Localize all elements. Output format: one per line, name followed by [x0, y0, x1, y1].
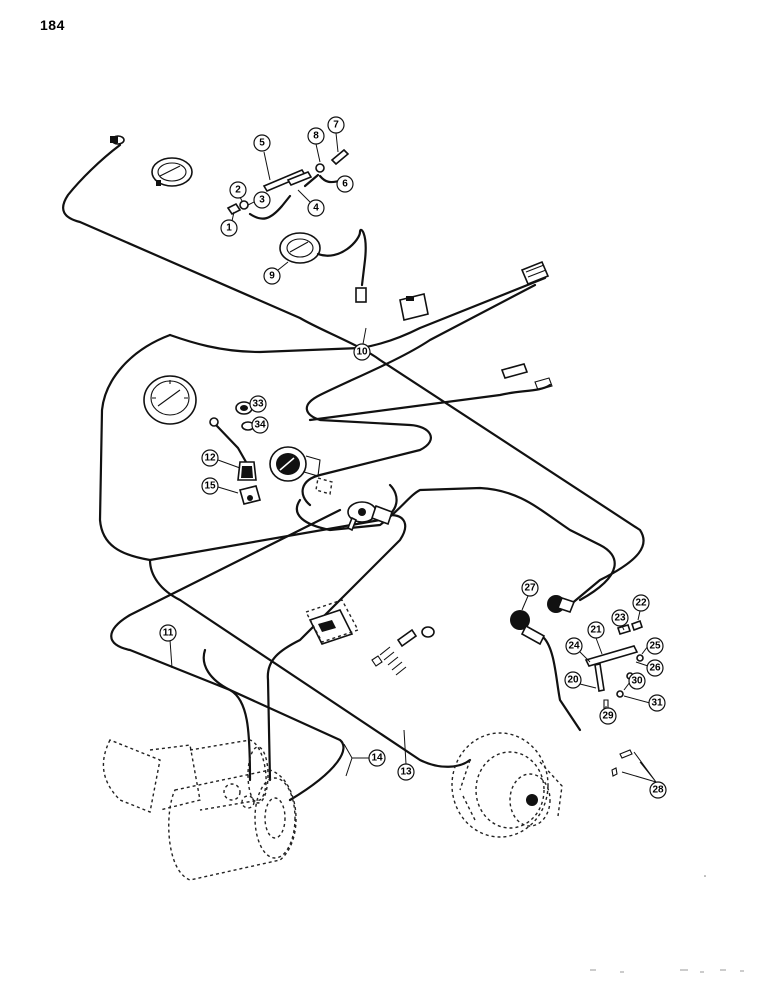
callout-7: 7	[327, 116, 345, 153]
starter-switch	[304, 599, 435, 676]
svg-text:22: 22	[635, 598, 647, 609]
svg-text:1: 1	[226, 223, 232, 234]
svg-text:2: 2	[235, 185, 241, 196]
svg-text:9: 9	[269, 271, 275, 282]
svg-text:31: 31	[651, 698, 663, 709]
svg-text:15: 15	[204, 481, 216, 492]
callout-29: 29	[599, 706, 617, 725]
callout-23: 23	[611, 609, 629, 631]
callout-1: 1	[220, 211, 238, 237]
callout-6: 6	[336, 175, 354, 193]
page-number: 184	[40, 17, 65, 33]
callout-11: 11	[159, 624, 177, 669]
callout-15: 15	[201, 477, 239, 495]
wire-11	[110, 508, 342, 782]
svg-text:26: 26	[649, 663, 661, 674]
wire-key-switch	[295, 486, 616, 602]
sender-12	[209, 417, 257, 481]
svg-text:33: 33	[252, 399, 264, 410]
svg-text:10: 10	[356, 347, 368, 358]
wire-top-left	[62, 143, 645, 607]
harness-end-block	[520, 260, 550, 286]
adapter-15	[239, 485, 261, 505]
callout-13: 13	[397, 729, 415, 781]
svg-text:7: 7	[333, 120, 339, 131]
svg-text:34: 34	[254, 420, 266, 431]
callout-9: 9	[263, 261, 289, 285]
callout-22: 22	[632, 594, 650, 621]
callout-5: 5	[253, 134, 271, 181]
callout-28: 28	[621, 751, 667, 799]
callout-31: 31	[623, 694, 666, 712]
callout-24: 24	[565, 637, 591, 663]
callout-34: 34	[251, 416, 269, 434]
svg-text:6: 6	[342, 179, 348, 190]
callout-20: 20	[564, 671, 597, 689]
svg-text:20: 20	[567, 675, 579, 686]
svg-text:27: 27	[524, 583, 536, 594]
wire-clip-right	[500, 363, 553, 391]
svg-text:14: 14	[371, 753, 383, 764]
svg-text:12: 12	[204, 453, 216, 464]
scan-artifacts	[590, 875, 744, 973]
svg-text:24: 24	[568, 641, 580, 652]
svg-text:21: 21	[590, 625, 602, 636]
callout-4: 4	[297, 189, 325, 217]
callout-33: 33	[249, 395, 267, 413]
gauge-9	[279, 228, 367, 303]
callout-14: 14	[343, 743, 386, 777]
indicator-lamp-27	[510, 595, 582, 732]
svg-text:30: 30	[631, 676, 643, 687]
svg-text:13: 13	[400, 767, 412, 778]
wire-connector-10	[168, 276, 547, 354]
callout-26: 26	[635, 659, 664, 677]
svg-text:28: 28	[652, 785, 664, 796]
starter-motor	[102, 739, 297, 881]
callout-3: 3	[247, 191, 271, 209]
wire-14-b	[202, 648, 345, 802]
svg-text:23: 23	[614, 613, 626, 624]
callout-27: 27	[521, 579, 539, 611]
gauge-large	[143, 375, 197, 425]
svg-text:3: 3	[259, 195, 265, 206]
wiring-harness	[62, 143, 645, 802]
svg-text:5: 5	[259, 138, 265, 149]
svg-text:25: 25	[649, 641, 661, 652]
callout-30: 30	[623, 672, 646, 691]
callout-8: 8	[307, 127, 325, 163]
gauge-small	[269, 446, 333, 495]
alternator	[451, 732, 563, 838]
bracket-hardware	[584, 619, 644, 777]
wire-13	[148, 558, 472, 768]
gauge-top	[151, 157, 193, 187]
key-switch	[346, 501, 394, 532]
callout-10: 10	[353, 327, 371, 361]
callout-12: 12	[201, 449, 241, 469]
temperature-sender-plug	[110, 135, 125, 145]
wire-middle-right	[308, 383, 552, 422]
svg-text:4: 4	[313, 203, 319, 214]
wire-14	[266, 513, 407, 782]
callout-25: 25	[641, 637, 664, 655]
connector-10	[399, 293, 429, 321]
callout-2: 2	[229, 181, 247, 202]
fitting-kit	[226, 148, 350, 220]
svg-text:11: 11	[163, 628, 174, 639]
callout-21: 21	[587, 621, 605, 655]
wire-left-loop	[98, 333, 398, 562]
svg-text:8: 8	[313, 131, 319, 142]
svg-text:29: 29	[602, 711, 614, 722]
